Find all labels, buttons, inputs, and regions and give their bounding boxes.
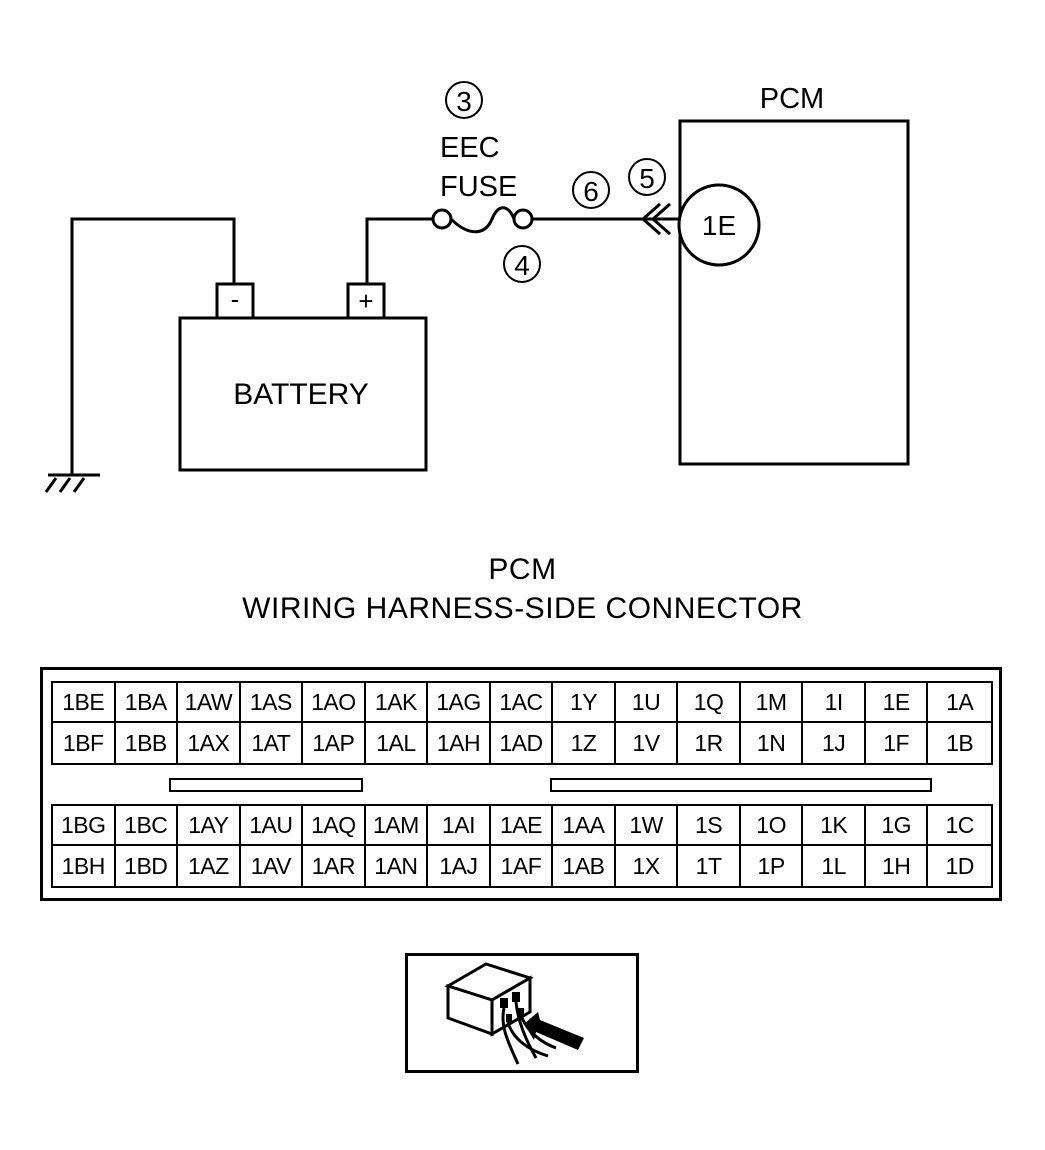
ground-symbol-icon — [44, 473, 100, 493]
pin-cell: 1BC — [115, 806, 179, 846]
pin-cell: 1F — [866, 723, 929, 763]
pin-cell: 1BD — [116, 846, 179, 886]
pin-cell: 1AV — [241, 846, 304, 886]
svg-text:3: 3 — [456, 86, 472, 117]
connector-title: WIRING HARNESS-SIDE CONNECTOR — [242, 592, 803, 625]
connector-title-pcm: PCM — [488, 553, 557, 586]
step-marker-3: 3 — [445, 81, 483, 119]
pin-cell: 1BE — [53, 683, 116, 723]
pin-cell: 1AF — [491, 846, 554, 886]
pin-cell: 1AC — [490, 683, 554, 723]
pin-cell: 1K — [803, 806, 866, 846]
svg-text:6: 6 — [583, 176, 599, 207]
pin-cell: 1AB — [553, 846, 616, 886]
pin-cell: 1E — [865, 683, 929, 723]
fuse-label-line1: EEC — [440, 132, 500, 164]
pin-cell: 1BB — [116, 723, 179, 763]
pin-cell: 1V — [616, 723, 679, 763]
pin-cell: 1W — [615, 806, 679, 846]
pin-cell: 1AL — [366, 723, 429, 763]
fuse-icon — [431, 206, 534, 234]
pin-cell: 1O — [740, 806, 804, 846]
battery-label: BATTERY — [233, 378, 369, 411]
pin-cell: 1AN — [366, 846, 429, 886]
pin-cell: 1H — [866, 846, 929, 886]
battery-positive-terminal — [346, 282, 386, 320]
pin-cell: 1AK — [365, 683, 429, 723]
step-marker-6: 6 — [572, 171, 610, 209]
svg-text:5: 5 — [639, 163, 655, 194]
pin-cell: 1AD — [491, 723, 554, 763]
pin-cell: 1I — [803, 683, 866, 723]
pin-cell: 1Y — [553, 683, 616, 723]
pin-cell: 1S — [678, 806, 741, 846]
pin-cell: 1AI — [428, 806, 491, 846]
battery-box — [178, 316, 428, 472]
pin-cell: 1X — [616, 846, 679, 886]
svg-text:4: 4 — [514, 250, 530, 281]
connector-chevron-icon — [640, 202, 671, 236]
pin-cell: 1AY — [178, 806, 241, 846]
pin-cell: 1AW — [178, 683, 241, 723]
pin-cell: 1J — [803, 723, 866, 763]
pin-cell: 1BG — [53, 806, 116, 846]
pin-cell: 1BF — [53, 723, 116, 763]
pin-cell: 1AR — [303, 846, 366, 886]
pin-cell: 1AX — [178, 723, 241, 763]
pin-cell: 1AU — [240, 806, 304, 846]
pin-cell: 1AH — [428, 723, 491, 763]
pin-cell: 1R — [678, 723, 741, 763]
positive-terminal-label: + — [358, 286, 373, 316]
pin-cell: 1AZ — [178, 846, 241, 886]
pin-cell: 1U — [615, 683, 679, 723]
pin-cell: 1AS — [240, 683, 304, 723]
pin-cell: 1AT — [241, 723, 304, 763]
connector-probe-icon — [444, 962, 584, 1065]
pin-cell: 1AP — [303, 723, 366, 763]
pcm-box — [678, 119, 910, 466]
pin-cell: 1C — [928, 806, 991, 846]
negative-terminal-label: - — [231, 284, 240, 314]
pin-cell: 1AO — [303, 683, 366, 723]
pin-cell: 1Z — [553, 723, 616, 763]
pin-cell: 1AJ — [428, 846, 491, 886]
circuit-diagram: - + BATTERY EEC FUSE PCM 1E 3 4 5 6 — [44, 81, 910, 493]
pin-cell: 1B — [946, 729, 974, 756]
pcm-pin-label: 1E — [702, 210, 736, 241]
pin-cell: 1AE — [490, 806, 554, 846]
pin-cell: 1BH — [53, 846, 116, 886]
pcm-pin-circle — [677, 183, 761, 267]
pcm-label: PCM — [760, 83, 824, 115]
battery-negative-terminal — [215, 282, 255, 320]
connector-key-right — [550, 778, 932, 792]
ground-wire — [70, 217, 236, 475]
pin-cell: 1D — [945, 852, 975, 879]
pin-cell: 1N — [741, 723, 804, 763]
pin-cell: 1L — [803, 846, 866, 886]
pin-cell: 1Q — [678, 683, 741, 723]
pin-cell: 1G — [865, 806, 929, 846]
connector-key-left — [169, 778, 363, 792]
step-marker-4: 4 — [503, 245, 541, 283]
harness-side-inset — [405, 953, 639, 1073]
pin-cell: 1BA — [115, 683, 179, 723]
step-marker-5: 5 — [628, 158, 666, 196]
pin-cell: 1A — [928, 683, 991, 723]
positive-wire — [365, 217, 433, 284]
pin-cell: 1P — [741, 846, 804, 886]
pin-cell: 1T — [678, 846, 741, 886]
pin-cell: 1M — [740, 683, 804, 723]
pin-cell: 1AG — [428, 683, 491, 723]
pin-cell: 1AA — [553, 806, 616, 846]
pin-cell: 1AM — [365, 806, 429, 846]
pin-cell: 1AQ — [303, 806, 366, 846]
fuse-label-line2: FUSE — [440, 171, 517, 203]
